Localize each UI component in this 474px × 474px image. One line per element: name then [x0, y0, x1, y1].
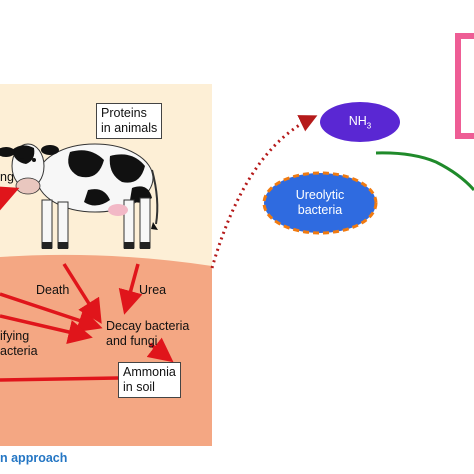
proteins-in-animals-box: Proteins in animals — [96, 103, 163, 139]
nitrifying-bacteria-label: ifying acteria — [0, 329, 38, 359]
nh3-subscript: 3 — [366, 121, 372, 131]
feeding-label: ng — [0, 170, 14, 184]
decay-line-2: and fungi — [106, 334, 158, 348]
proteins-line-2: in animals — [101, 121, 158, 135]
ammonia-in-soil-box: Ammonia in soil — [118, 362, 181, 398]
death-label: Death — [36, 283, 70, 297]
feeding-arrow — [0, 185, 20, 212]
nitrifying-arrow — [0, 314, 93, 344]
ammonia-arrow — [146, 337, 174, 363]
green-curve — [375, 151, 474, 191]
nh3-label: NH3 — [330, 114, 390, 134]
urea-arrow — [118, 263, 143, 315]
ureolytic-line-1: Ureolytic — [295, 188, 345, 202]
ureolytic-line-2: bacteria — [297, 203, 343, 217]
cow-illustration — [0, 143, 159, 249]
decay-line-1: Decay bacteria — [106, 319, 190, 333]
decay-bacteria-label: Decay bacteria and fungi — [106, 319, 189, 349]
ureolytic-bacteria-label: Ureolytic bacteria — [276, 188, 364, 218]
nitrifying-line-2: acteria — [0, 344, 38, 358]
pink-box — [455, 33, 474, 139]
proteins-line-1: Proteins — [101, 106, 147, 120]
nh3-text: NH — [348, 114, 367, 128]
nh3-node — [320, 102, 400, 142]
ammonia-line-2: in soil — [123, 380, 155, 394]
ureolytic-node — [262, 171, 378, 235]
figure-caption: n approach — [0, 451, 68, 465]
ammonia-line-1: Ammonia — [123, 365, 176, 379]
soil-layer — [0, 254, 212, 446]
nitrifying-line-1: ifying — [0, 329, 30, 343]
urea-label: Urea — [139, 283, 167, 297]
ammonia-return-arrow — [0, 376, 119, 382]
